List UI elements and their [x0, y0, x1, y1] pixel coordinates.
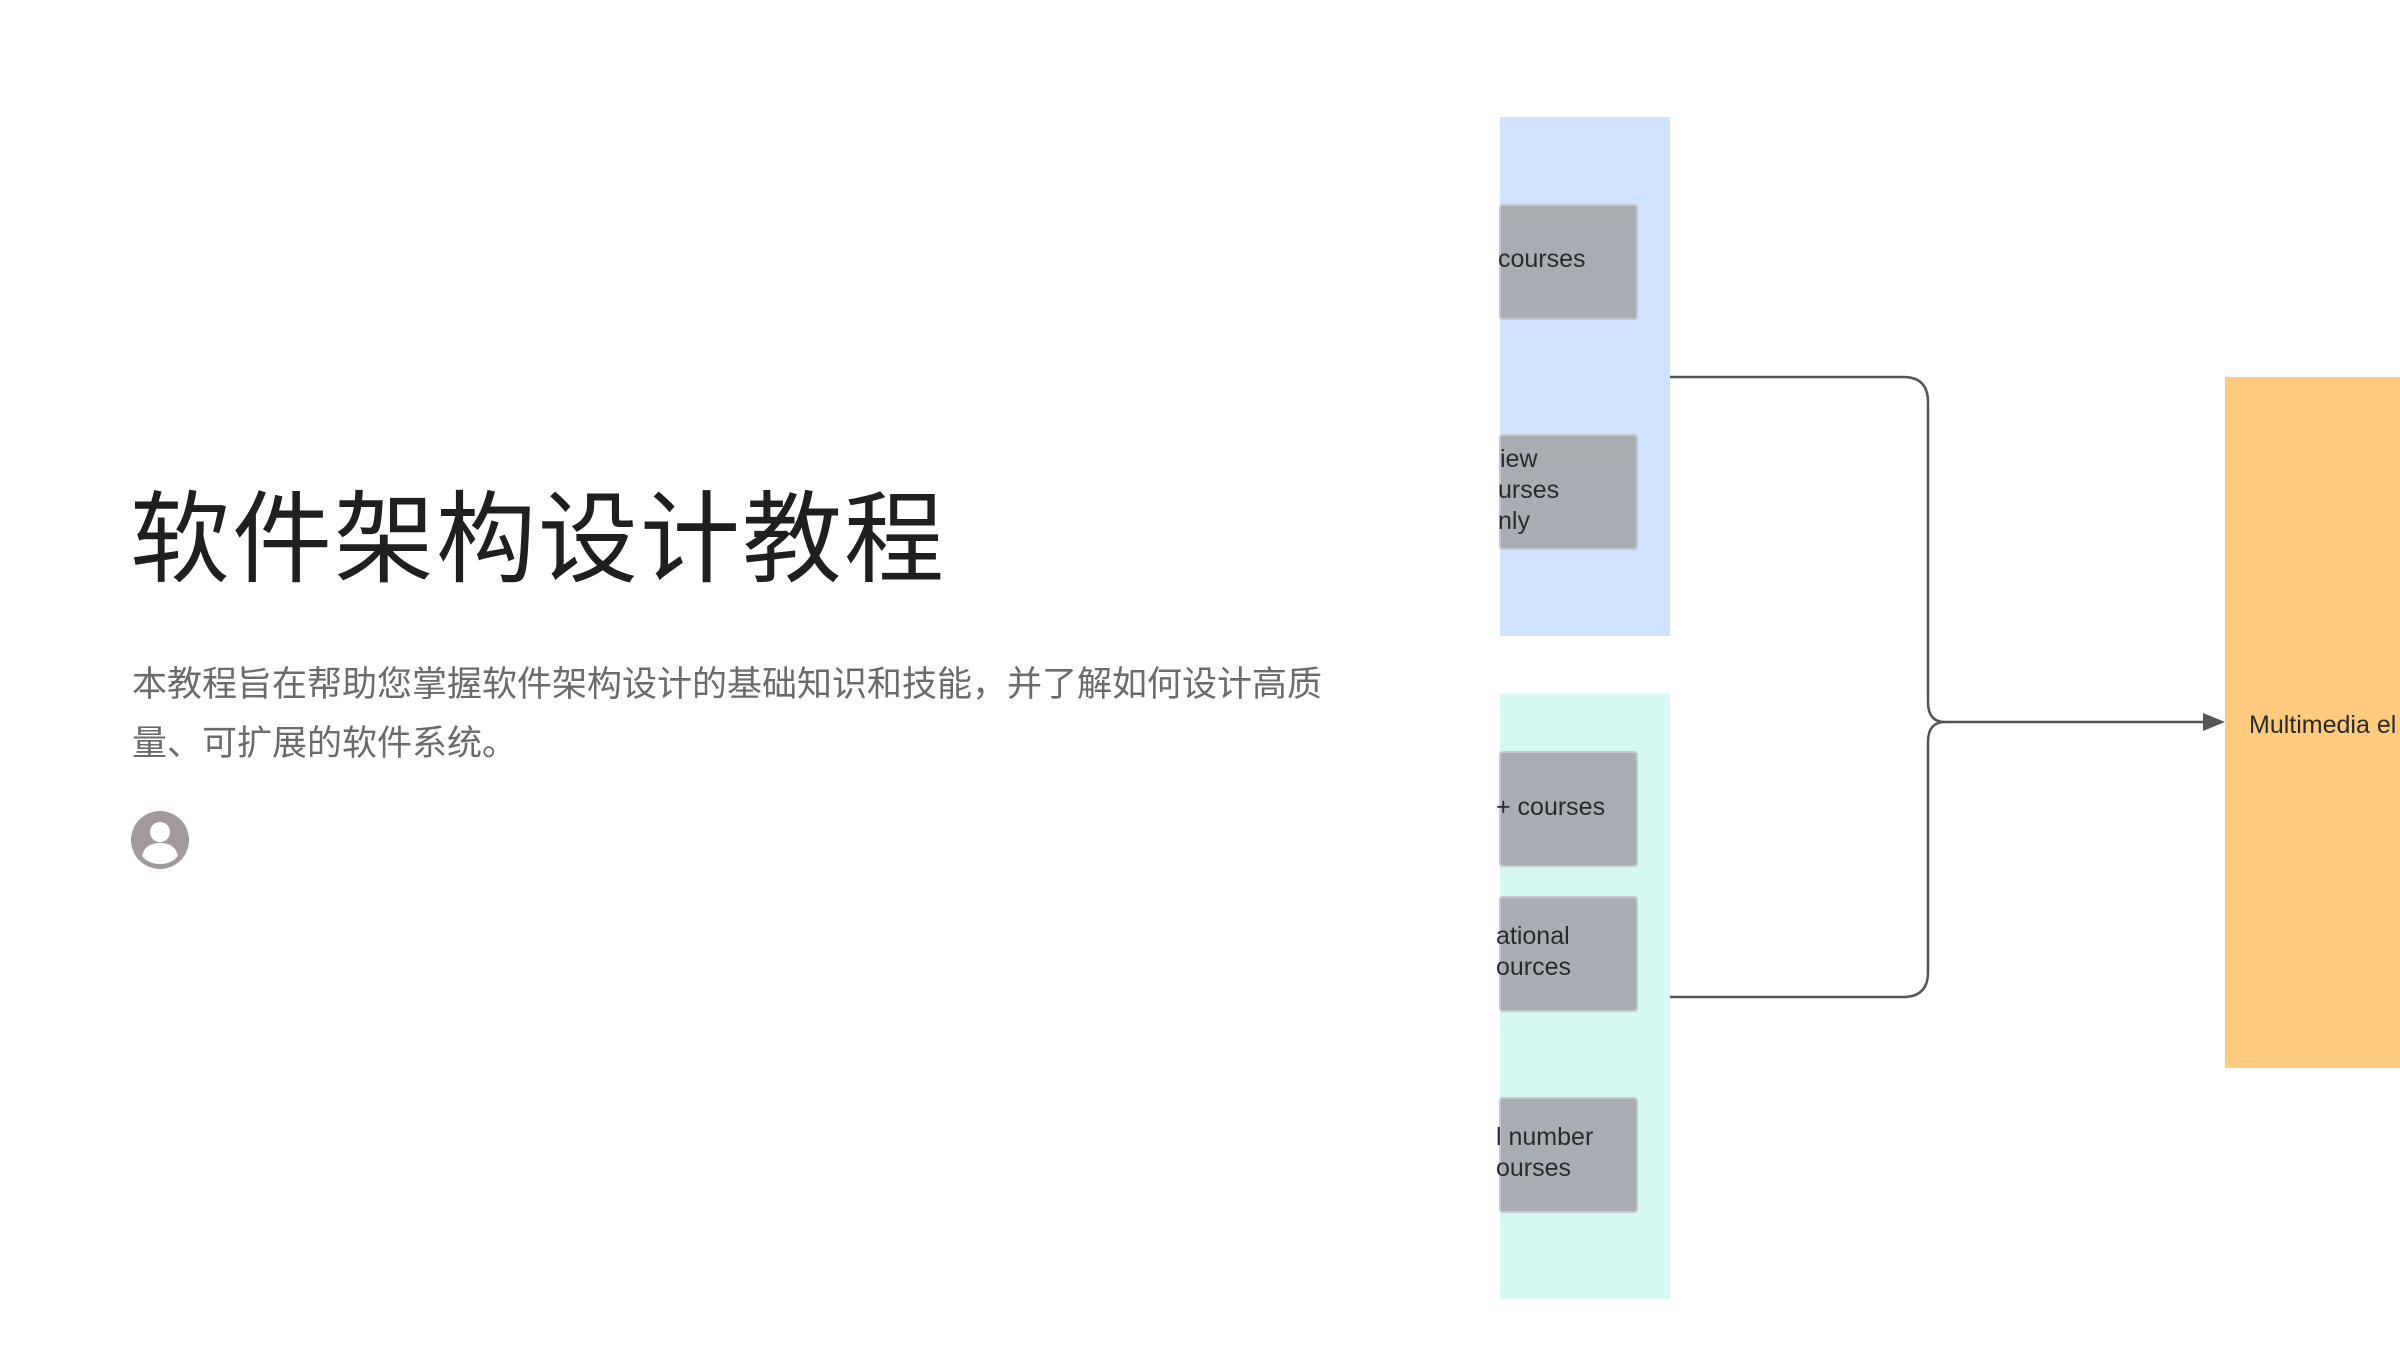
diagram-card-label: nly — [1498, 507, 1530, 535]
diagram-target-label: Multimedia el — [2249, 711, 2396, 739]
diagram-card: + courses — [1496, 751, 1638, 867]
diagram-card: iew urses nly — [1498, 434, 1638, 550]
diagram-target-box — [2225, 377, 2400, 1068]
slide-subtitle: 本教程旨在帮助您掌握软件架构设计的基础知识和技能，并了解如何设计高质量、可扩展的… — [132, 665, 1323, 764]
diagram-card-label: ources — [1496, 953, 1571, 981]
slide-text-panel: 软件架构设计教程 本教程旨在帮助您掌握软件架构设计的基础知识和技能，并了解如何设… — [130, 481, 1323, 870]
slide-title: 软件架构设计教程 — [130, 481, 946, 598]
diagram-card-label: l number — [1496, 1123, 1593, 1151]
diagram-card-label: courses — [1498, 245, 1586, 273]
flow-diagram-image: courses iew urses nly + courses ational … — [1495, 0, 2400, 1350]
diagram-card-label: urses — [1498, 476, 1559, 504]
diagram-card: l number ourses — [1496, 1097, 1638, 1213]
diagram-card-label: ational — [1496, 922, 1570, 950]
connector-line-bottom — [1670, 720, 1946, 999]
connector-line-top — [1670, 375, 1946, 724]
arrowhead-icon — [2203, 713, 2225, 731]
diagram-card-label: iew — [1500, 445, 1538, 473]
diagram-card-label: + courses — [1496, 793, 1605, 821]
diagram-card: ational ources — [1496, 896, 1638, 1012]
diagram-card-label: ourses — [1496, 1154, 1571, 1182]
flow-diagram-svg: courses iew urses nly + courses ational … — [1496, 117, 2400, 1299]
diagram-group-top — [1500, 117, 1670, 636]
diagram-card: courses — [1498, 204, 1638, 320]
user-avatar-icon[interactable] — [130, 810, 190, 870]
